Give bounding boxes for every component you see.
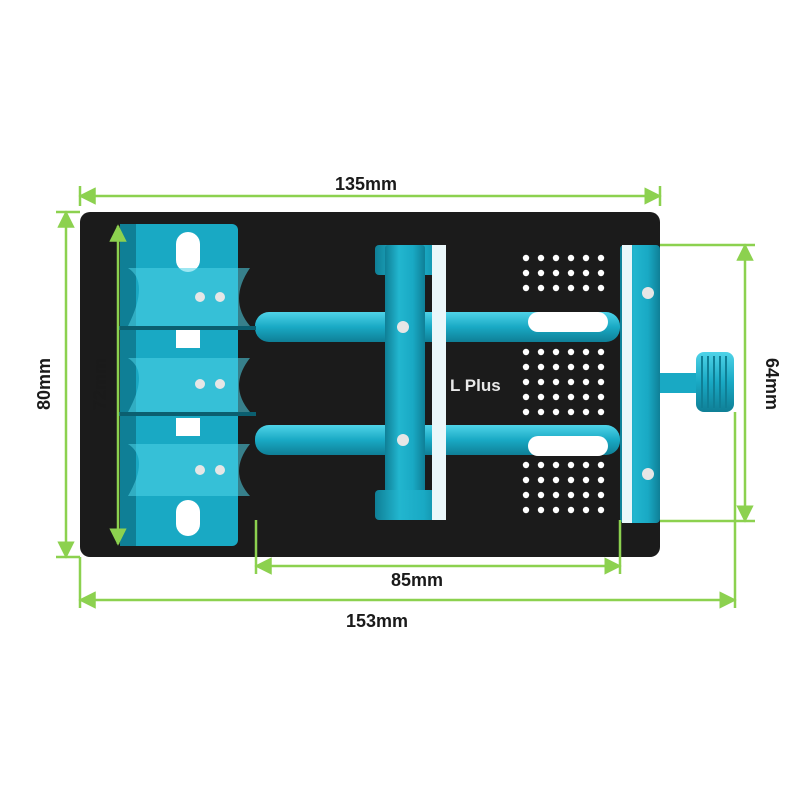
screw-icon <box>195 379 205 389</box>
perforation-hole <box>537 348 545 356</box>
perforation-hole <box>582 491 590 499</box>
slot-hole <box>528 312 608 332</box>
dimension-label-bottom: 153mm <box>346 611 408 631</box>
screw-icon <box>215 465 225 475</box>
perforation-hole <box>552 378 560 386</box>
perforation-hole <box>552 506 560 514</box>
perforation-hole <box>522 408 530 416</box>
perforation-hole <box>597 269 605 277</box>
perforation-hole <box>582 506 590 514</box>
perforation-hole <box>537 393 545 401</box>
dimension-label-left: 80mm <box>34 358 54 410</box>
perforation-hole <box>537 506 545 514</box>
perforation-hole <box>537 363 545 371</box>
perforation-hole <box>522 461 530 469</box>
perforation-hole <box>567 363 575 371</box>
perforation-hole <box>597 461 605 469</box>
perforation-hole <box>522 506 530 514</box>
perforation-hole <box>597 254 605 262</box>
perforation-hole <box>597 408 605 416</box>
perforation-hole <box>567 378 575 386</box>
perforation-hole <box>567 491 575 499</box>
dimension-label-right: 64mm <box>762 358 782 410</box>
center-clamp <box>375 245 446 520</box>
perforation-hole <box>567 254 575 262</box>
perforation-hole <box>552 461 560 469</box>
perforation-hole <box>522 269 530 277</box>
perforation-hole <box>567 284 575 292</box>
perforation-hole <box>597 506 605 514</box>
screw-icon <box>397 434 409 446</box>
perforation-hole <box>522 378 530 386</box>
perforation-hole <box>582 393 590 401</box>
perforation-hole <box>582 461 590 469</box>
perforation-hole <box>522 284 530 292</box>
perforation-hole <box>567 476 575 484</box>
perforation-hole <box>537 269 545 277</box>
screw-icon <box>195 292 205 302</box>
dimension-label-top: 135mm <box>335 174 397 194</box>
perforation-hole <box>567 348 575 356</box>
slot-hole <box>528 436 608 456</box>
perforation-grid <box>522 254 605 514</box>
perforation-hole <box>537 378 545 386</box>
perforation-hole <box>582 408 590 416</box>
perforation-hole <box>597 476 605 484</box>
perforation-hole <box>582 284 590 292</box>
perforation-hole <box>522 363 530 371</box>
dimension-label-inner: 85mm <box>391 570 443 590</box>
left-clamp-block <box>118 224 256 546</box>
perforation-hole <box>597 393 605 401</box>
perforation-hole <box>537 408 545 416</box>
perforation-hole <box>597 491 605 499</box>
perforation-hole <box>582 476 590 484</box>
screw-icon <box>397 321 409 333</box>
perforation-hole <box>552 476 560 484</box>
perforation-hole <box>567 461 575 469</box>
perforation-hole <box>582 348 590 356</box>
perforation-hole <box>522 491 530 499</box>
perforation-hole <box>552 393 560 401</box>
perforation-hole <box>537 476 545 484</box>
perforation-hole <box>582 363 590 371</box>
screw-icon <box>642 287 654 299</box>
perforation-hole <box>552 254 560 262</box>
perforation-hole <box>552 491 560 499</box>
perforation-hole <box>537 491 545 499</box>
perforation-hole <box>582 254 590 262</box>
perforation-hole <box>522 254 530 262</box>
perforation-hole <box>552 363 560 371</box>
screw-icon <box>642 468 654 480</box>
perforation-hole <box>552 284 560 292</box>
perforation-hole <box>522 476 530 484</box>
perforation-hole <box>552 348 560 356</box>
perforation-hole <box>597 378 605 386</box>
perforation-hole <box>567 408 575 416</box>
perforation-hole <box>597 284 605 292</box>
perforation-hole <box>582 378 590 386</box>
screw-icon <box>195 465 205 475</box>
perforation-hole <box>537 461 545 469</box>
perforation-hole <box>597 348 605 356</box>
perforation-hole <box>552 269 560 277</box>
perforation-hole <box>537 284 545 292</box>
perforation-hole <box>597 363 605 371</box>
perforation-hole <box>522 393 530 401</box>
brand-label: L Plus <box>450 376 501 395</box>
perforation-hole <box>582 269 590 277</box>
perforation-hole <box>567 393 575 401</box>
screw-icon <box>215 379 225 389</box>
perforation-hole <box>552 408 560 416</box>
perforation-hole <box>537 254 545 262</box>
perforation-hole <box>567 506 575 514</box>
perforation-hole <box>567 269 575 277</box>
dimension-label-inner-left: 72mm <box>90 358 110 410</box>
screw-icon <box>215 292 225 302</box>
adjustment-knob <box>660 352 734 412</box>
perforation-hole <box>522 348 530 356</box>
right-clamp <box>620 245 660 523</box>
